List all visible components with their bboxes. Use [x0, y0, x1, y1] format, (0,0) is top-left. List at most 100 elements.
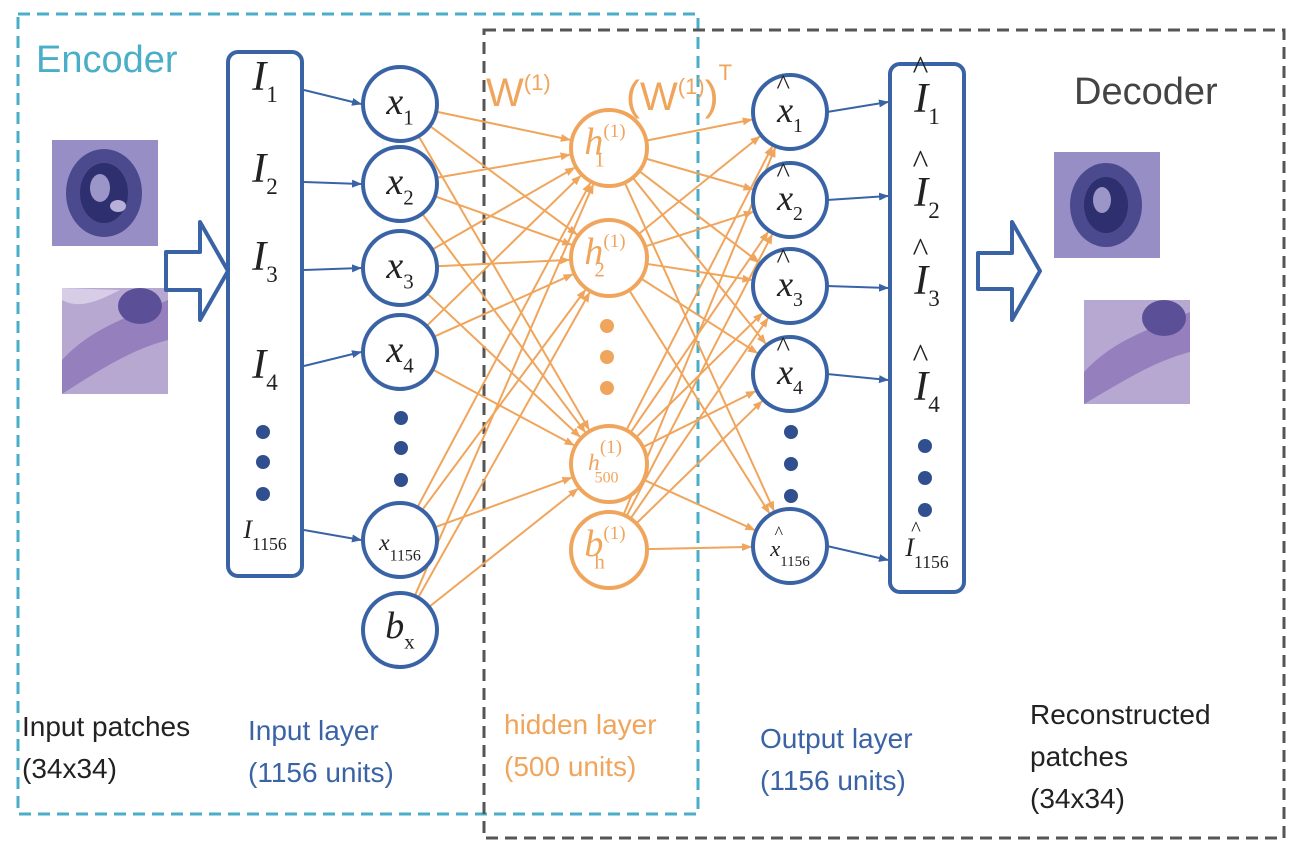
output-patch-tissue-image	[1084, 300, 1190, 404]
output-layer-label: Output layer (1156 units)	[760, 723, 920, 796]
output-node	[751, 507, 829, 585]
output-vector-entry: I2	[913, 170, 940, 223]
encoder-connection	[431, 167, 576, 251]
hat-accent: ^	[774, 523, 783, 543]
encoder-connection	[425, 175, 582, 327]
input-vector-entry: I3	[251, 234, 278, 287]
output-node	[751, 73, 829, 151]
encoder-label: Encoder	[36, 39, 178, 81]
input-bias-node	[361, 591, 439, 669]
hidden-node-label: h(1)500	[588, 437, 622, 487]
encoder-connection	[417, 135, 590, 431]
input-flow-arrow	[164, 220, 230, 322]
encoder-connection	[434, 195, 573, 246]
decoder-connection	[645, 157, 754, 191]
input-vector-entry: I4	[251, 342, 278, 395]
encoder-connection	[436, 110, 571, 142]
encoder-connection	[416, 182, 592, 508]
ellipsis-dot	[918, 503, 932, 517]
ellipsis-dot	[394, 411, 408, 425]
ellipsis-dot	[256, 455, 270, 469]
ellipsis-dot	[918, 439, 932, 453]
output-node-label: x4	[776, 352, 803, 399]
encoder-connection	[433, 273, 574, 338]
input-arrows	[303, 89, 362, 543]
encoder-connection	[421, 289, 586, 511]
input-to-node-arrow	[303, 89, 362, 106]
decoder-connection	[628, 289, 771, 514]
encoder-connection	[421, 213, 586, 433]
input-node-label: x1156	[378, 530, 421, 565]
decoder-connection	[646, 543, 753, 552]
encoder-connection	[413, 183, 595, 597]
output-node-label: x2	[776, 178, 803, 225]
decoder-connection	[635, 400, 763, 525]
output-vector-entry: I4	[913, 364, 940, 417]
hidden-node	[569, 218, 649, 298]
encoder-connection	[428, 488, 579, 608]
input-node	[361, 501, 439, 579]
decoder-connection	[637, 135, 761, 235]
decoder-connection	[638, 170, 760, 264]
input-node-label: x2	[385, 161, 413, 210]
decoder-connection	[623, 182, 775, 512]
output-node	[751, 247, 829, 325]
input-layer-label: Input layer (1156 units)	[248, 715, 394, 788]
decoder-connection	[629, 317, 769, 520]
decoder-label: Decoder	[1074, 71, 1218, 113]
decoder-connection	[625, 145, 774, 431]
hidden-node-label: h(1)1	[584, 121, 625, 172]
input-to-node-arrow	[303, 529, 362, 543]
decoder-connection	[625, 233, 773, 517]
ellipsis-dot	[394, 441, 408, 455]
hidden-bias-node	[569, 510, 649, 590]
decoder-connection	[640, 277, 759, 354]
ellipsis-dot	[394, 473, 408, 487]
input-patch-cell-image	[52, 140, 158, 246]
hat-accent: ^	[776, 243, 790, 275]
hat-accent: ^	[776, 157, 790, 189]
ellipsis-dot	[256, 425, 270, 439]
input-node	[361, 229, 439, 307]
input-node	[361, 313, 439, 391]
input-bias-label: bx	[385, 605, 415, 654]
decoder-connection	[646, 117, 753, 142]
hidden-node	[569, 108, 649, 188]
output-node	[751, 161, 829, 239]
ellipsis-dot	[784, 425, 798, 439]
hat-accent: ^	[912, 50, 929, 87]
weight-label: W(1)	[486, 70, 551, 115]
reconstructed-patches-label: Reconstructed patches (34x34)	[1030, 699, 1218, 814]
hidden-bias-label: b(1)h	[584, 523, 625, 574]
output-arrows	[826, 99, 889, 562]
node-to-output-arrow	[826, 373, 889, 384]
input-vector-entry: I1156	[242, 515, 286, 554]
ellipsis-dot	[784, 457, 798, 471]
input-patch-tissue-image	[62, 288, 168, 394]
input-vector-box	[226, 50, 304, 578]
hidden-layer-label: hidden layer (500 units)	[504, 709, 664, 782]
output-vector-entries: I1^I2^I3^I4^I1156^	[904, 50, 948, 572]
output-node-label: x3	[776, 264, 803, 311]
input-node-label: x4	[385, 329, 414, 378]
encoder-connection	[432, 368, 575, 446]
encoder-connection	[426, 292, 581, 438]
decoder-connection	[646, 262, 753, 283]
input-node-label: x3	[385, 245, 413, 294]
ellipsis-dot	[784, 489, 798, 503]
input-vector-entry: I1	[251, 54, 278, 107]
encoder-connection	[436, 152, 571, 179]
output-node	[751, 335, 829, 413]
encoder-connection	[429, 125, 578, 236]
output-patch-cell-image	[1054, 152, 1160, 258]
ellipsis-dot	[600, 319, 614, 333]
hat-accent: ^	[776, 331, 790, 363]
encoder-connections	[413, 110, 595, 608]
node-to-output-arrow	[826, 283, 889, 292]
ellipsis-dot	[256, 487, 270, 501]
output-vector-entry: I3	[913, 258, 940, 311]
input-to-node-arrow	[303, 350, 362, 367]
output-vector-entry: I1	[913, 76, 940, 129]
